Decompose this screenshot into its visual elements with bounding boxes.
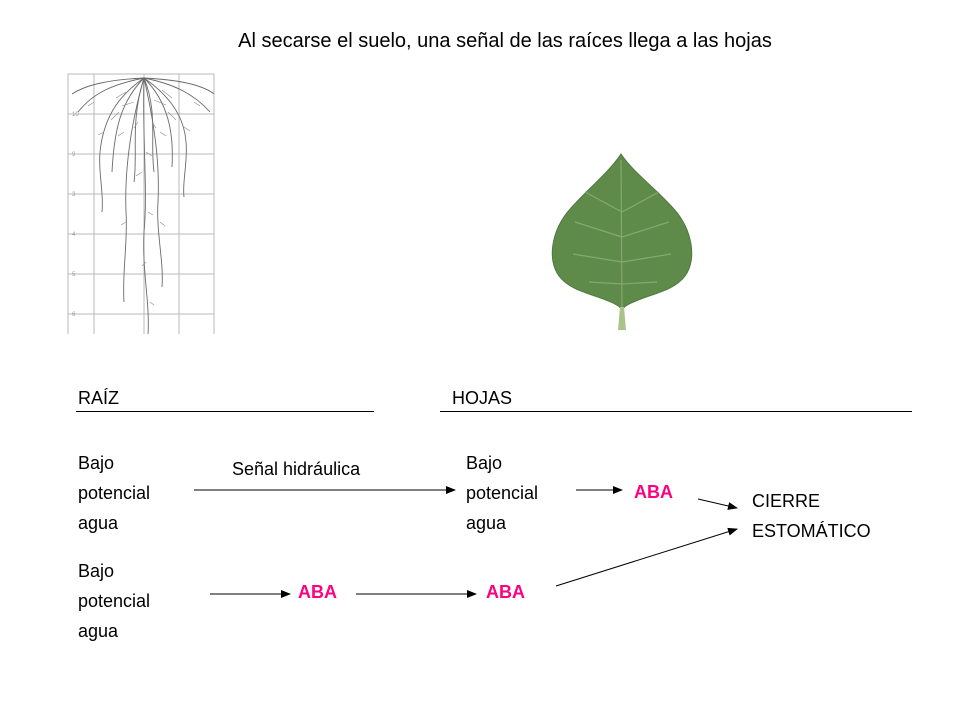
diagram-title: Al secarse el suelo, una señal de las ra…	[238, 30, 772, 52]
svg-text:4: 4	[72, 232, 76, 238]
stomatal-closure-label: CIERRE ESTOMÁTICO	[752, 491, 871, 541]
arrow-aba-to-closure-row2	[555, 527, 738, 587]
svg-text:3: 3	[72, 192, 76, 198]
row2-aba-leaf: ABA	[486, 582, 525, 602]
svg-text:9: 9	[72, 152, 76, 158]
root-system-drawing: 10 9 3 4 5 6	[64, 72, 220, 338]
row1-root-state: Bajo potencial agua	[78, 453, 151, 533]
svg-text:6: 6	[72, 312, 76, 318]
arrow-aba-to-closure-row1	[697, 498, 738, 510]
row1-aba: ABA	[634, 482, 673, 502]
leaf-image	[551, 153, 693, 330]
leaves-header: HOJAS	[452, 388, 513, 408]
svg-text:10: 10	[72, 112, 79, 118]
svg-text:5: 5	[72, 272, 76, 278]
leaves-header-rule	[440, 411, 912, 412]
row2-root-state: Bajo potencial agua	[78, 561, 151, 641]
root-header: RAÍZ	[78, 388, 120, 408]
root-header-rule	[76, 411, 374, 412]
row2-aba-root: ABA	[298, 582, 337, 602]
hydraulic-signal-label: Señal hidráulica	[232, 459, 361, 479]
row1-leaf-state: Bajo potencial agua	[466, 453, 539, 533]
